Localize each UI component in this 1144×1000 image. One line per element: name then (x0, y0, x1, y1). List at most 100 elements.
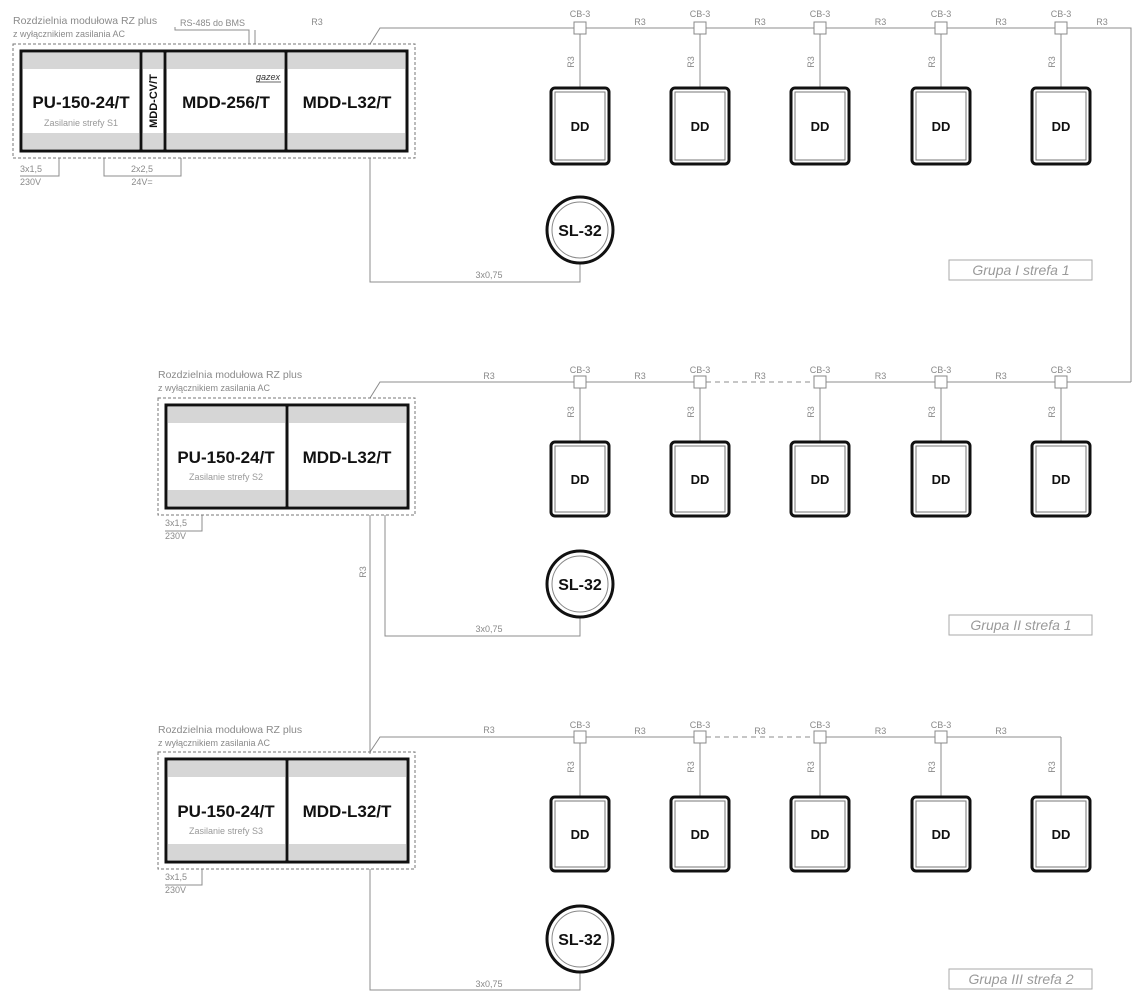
module-top-bar (288, 53, 405, 69)
dd-inner-frame (554, 800, 606, 868)
r3-label: R3 (566, 761, 576, 773)
dd-inner-frame (915, 445, 967, 513)
bms-label: RS-485 do BMS (180, 18, 245, 28)
r3-label: R3 (754, 371, 766, 381)
dd-label: DD (1052, 472, 1071, 487)
cb3-connector (573, 730, 587, 744)
dd-detector (789, 86, 851, 166)
module-bottom-bar (288, 133, 405, 149)
power-voltage-label: 230V (20, 177, 41, 187)
dd-inner-frame (1035, 91, 1087, 161)
r3-label: R3 (875, 17, 887, 27)
cb3-label: CB-3 (570, 720, 591, 730)
switchboard-subtitle: z wyłącznikiem zasilania AC (158, 383, 271, 393)
dd-inner-frame (674, 445, 726, 513)
r3-label: R3 (927, 56, 937, 68)
module-cv-label: MDD-CV/T (148, 74, 160, 128)
dc-cable-label: 2x2,5 (131, 164, 153, 174)
r3-label: R3 (875, 371, 887, 381)
r3-label: R3 (686, 761, 696, 773)
power-cable-label: 3x1,5 (165, 518, 187, 528)
r3-label: R3 (1096, 17, 1108, 27)
bus-wire (369, 27, 1132, 382)
module-bottom-bar (289, 844, 406, 860)
dd-detector (910, 86, 972, 166)
r3-label: R3 (1047, 406, 1057, 418)
cb3-connector (573, 375, 587, 389)
dd-label: DD (932, 472, 951, 487)
cb3-label: CB-3 (931, 365, 952, 375)
dd-detector (789, 440, 851, 518)
r3-label: R3 (686, 56, 696, 68)
bms-wire (174, 27, 250, 44)
cb3-connector (573, 21, 587, 35)
cb3-label: CB-3 (931, 720, 952, 730)
module-bottom-bar (168, 844, 285, 860)
cb3-label: CB-3 (1051, 9, 1072, 19)
dd-detector (789, 795, 851, 873)
r3-label: R3 (358, 566, 368, 578)
dc-voltage-label: 24V= (131, 177, 152, 187)
cb3-connector (934, 375, 948, 389)
dd-label: DD (811, 472, 830, 487)
r3-label: R3 (1047, 761, 1057, 773)
sounder-wire (369, 869, 581, 991)
power-voltage-label: 230V (165, 531, 186, 541)
switchboard-title: Rozdzielnia modułowa RZ plus (13, 15, 157, 27)
sl32-inner-ring (551, 555, 609, 613)
module-bottom-bar (167, 133, 284, 149)
cb3-connector (934, 21, 948, 35)
cb3-label: CB-3 (690, 720, 711, 730)
wires (20, 27, 1132, 991)
module-l32-label: MDD-L32/T (303, 802, 392, 821)
switchboard-enclosure (12, 43, 416, 159)
cb3-label: CB-3 (1051, 365, 1072, 375)
module-bottom-bar (168, 490, 285, 506)
dd-detector (910, 795, 972, 873)
sl32-sounder (545, 195, 615, 265)
dd-inner-frame (674, 800, 726, 868)
dd-label: DD (932, 119, 951, 134)
r3-label: R3 (634, 371, 646, 381)
cb3-label: CB-3 (810, 720, 831, 730)
labels: Rozdzielnia modułowa RZ plus z wyłączniki… (13, 9, 1108, 989)
r3-label: R3 (483, 725, 495, 735)
r3-label: R3 (1047, 56, 1057, 68)
r3-label: R3 (995, 17, 1007, 27)
sl32-label: SL-32 (558, 223, 602, 240)
r3-label: R3 (754, 17, 766, 27)
cb3-label: CB-3 (570, 365, 591, 375)
dd-inner-frame (915, 800, 967, 868)
bus-wire (369, 381, 574, 399)
power-cable-label: 3x1,5 (165, 872, 187, 882)
switchboard-title: Rozdzielnia modułowa RZ plus (158, 724, 302, 736)
sounder-wire (369, 158, 581, 283)
dd-detector (1030, 440, 1092, 518)
group-label: Grupa II strefa 1 (970, 617, 1071, 633)
power-cable-label: 3x1,5 (20, 164, 42, 174)
dd-label: DD (691, 472, 710, 487)
zone-label: Zasilanie strefy S3 (189, 826, 263, 836)
r3-label: R3 (754, 726, 766, 736)
group-label-frame (948, 259, 1093, 281)
group-label-frame (948, 614, 1093, 636)
cb3-label: CB-3 (570, 9, 591, 19)
zone-label: Zasilanie strefy S2 (189, 472, 263, 482)
dd-inner-frame (674, 91, 726, 161)
switchboard-title: Rozdzielnia modułowa RZ plus (158, 369, 302, 381)
dd-label: DD (691, 119, 710, 134)
sl32-inner-ring (551, 910, 609, 968)
r3-label: R3 (686, 406, 696, 418)
switchboard-enclosure (157, 397, 416, 516)
dd-detector (669, 86, 731, 166)
cb3-connector (1054, 375, 1068, 389)
dd-detector (1030, 86, 1092, 166)
sl32-sounder (545, 549, 615, 619)
dd-inner-frame (794, 800, 846, 868)
r3-label: R3 (634, 726, 646, 736)
dd-label: DD (1052, 827, 1071, 842)
r3-label: R3 (927, 406, 937, 418)
r3-label: R3 (995, 726, 1007, 736)
r3-label: R3 (634, 17, 646, 27)
